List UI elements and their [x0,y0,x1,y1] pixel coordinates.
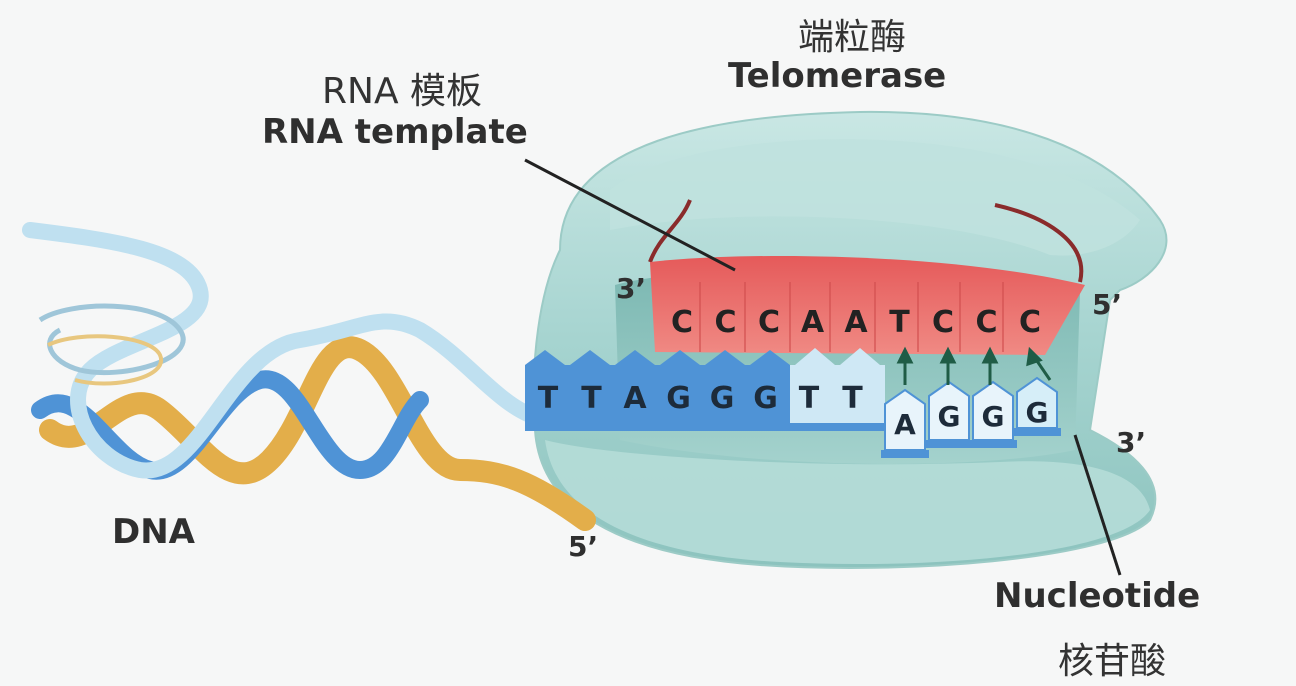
dna-base-2: T [581,381,602,416]
nucleotide-label-cn: 核苷酸 [1058,641,1167,682]
dna-peaks [525,350,790,365]
rna-template-label-cn: RNA 模板 [322,71,483,112]
dna-strand-gold [39,336,596,531]
rna-base-4: A [801,305,825,340]
dna-peaks-light [795,348,880,365]
rna-template-label-en: RNA template [262,112,528,152]
dna-base-4: G [666,381,691,416]
dna-duplex-light [790,365,885,423]
rna-base-9: C [1019,305,1041,340]
enzyme-lower-lip [545,440,1150,565]
nucleotide-base-1: A [894,408,916,441]
nucleotide-stem-3 [969,440,1017,448]
telomerase-label-cn: 端粒酶 [798,17,907,58]
rna-strand-right [994,203,1084,283]
rna-base-1: C [671,305,693,340]
dna-label: DNA [112,512,195,552]
telomerase-label-en: Telomerase [728,56,947,96]
nucleotide-block-1 [884,388,926,451]
rna-template-band [650,255,1085,355]
enzyme-top-lobe [610,139,1140,256]
nucleotide-stem-1 [881,450,929,458]
nucleotide-block-4 [1016,376,1058,429]
rna-strand-left [648,199,692,263]
dna-base-1: T [538,381,559,416]
rna-template-dividers [699,282,1004,352]
rna-base-3: C [758,305,780,340]
dna-base-3: A [623,381,647,416]
dna-base-6: G [753,381,778,416]
nucleotide-base-3: G [982,400,1005,433]
dna-base-5: G [710,381,735,416]
dna-strand-blue [31,370,429,480]
nucleotide-label-en: Nucleotide [994,576,1201,616]
dna-coil [38,303,186,376]
rna-base-8: C [975,305,997,340]
nucleotide-stem-4 [1013,428,1061,436]
dna-base-7: T [799,381,820,416]
dna-coil-gold [47,334,164,386]
nucleotide-stem-2 [925,440,973,448]
nucleotide-leader [1073,434,1122,576]
nucleotide-block-2 [928,380,970,441]
rna-3prime-label: 3’ [616,272,647,305]
rna-base-5: A [844,305,868,340]
rna-base-2: C [714,305,736,340]
nucleotide-base-4: G [1026,396,1049,429]
nucleotide-base-2: G [938,400,961,433]
dna-base-8: T [842,381,863,416]
rna-base-7: C [932,305,954,340]
dna-5prime-label: 5’ [568,530,599,563]
pairing-arrows [896,346,1052,385]
dna-3prime-label: 3’ [1116,426,1147,459]
rna-template-leader [524,158,736,272]
rna-base-6: T [889,305,910,340]
rna-5prime-label: 5’ [1092,288,1123,321]
dna-strand-light [22,222,553,479]
